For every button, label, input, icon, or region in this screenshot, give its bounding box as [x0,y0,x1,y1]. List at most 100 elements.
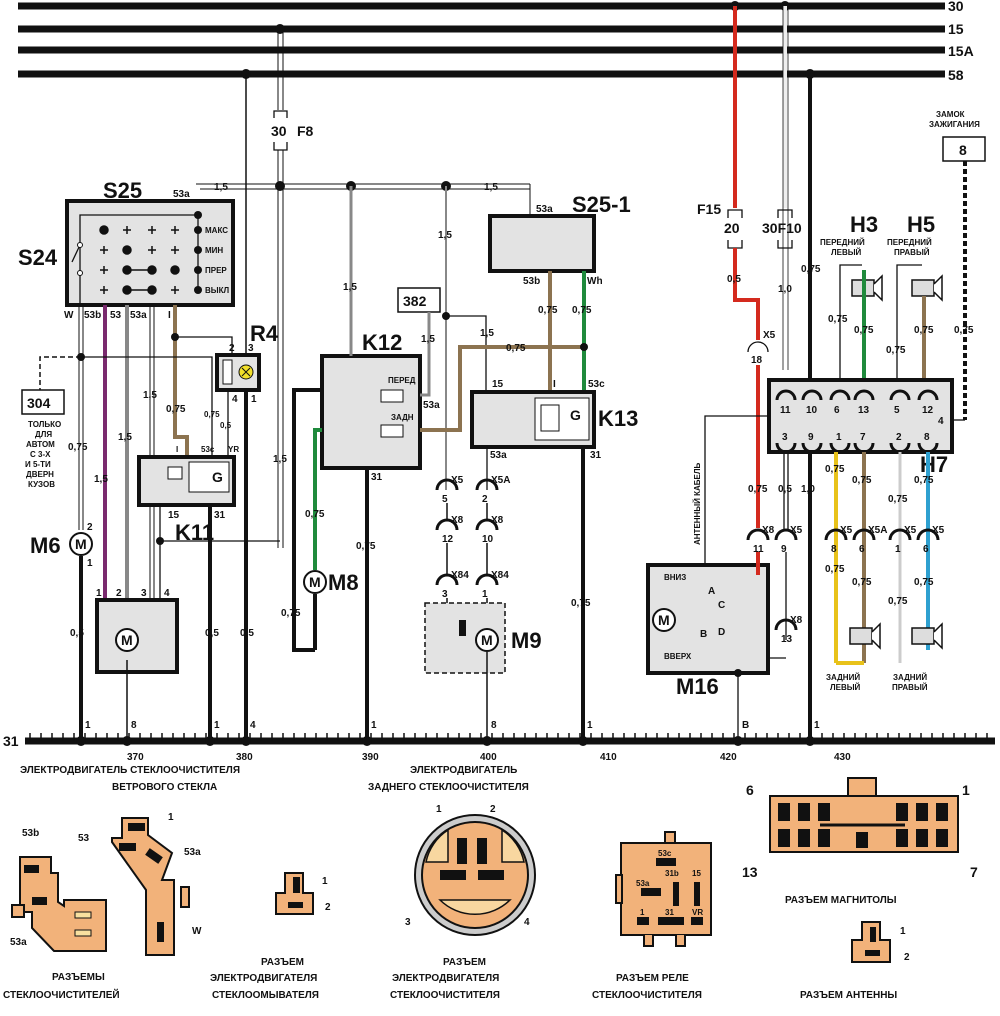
s25-1-pin: Wh [587,276,603,287]
legend-pin: 1 [962,782,970,798]
rear-left-label: ЛЕВЫЙ [830,683,861,692]
h7-pin: 9 [808,432,814,443]
k11-g-symbol: G [212,469,223,485]
radio-slot [818,829,830,847]
r4-pin: 3 [248,343,254,354]
radio-slot [798,829,810,847]
wire-size: 0,75 [852,475,872,486]
connector-pin: 3 [442,589,448,600]
reference-304: 304 ТОЛЬКО ДЛЯ АВТОМ С 3-Х И 5-ТИ ДВЕРН … [21,389,65,489]
h7-pin: 1 [836,432,842,443]
radio-section: 0,75 1,0 F15 20 30F10 0,5 1,0 X5 18 H3 H… [646,1,986,738]
radio-slot [916,803,928,821]
connector-pin: 5 [442,494,448,505]
ground-pin-label: 8 [131,720,137,731]
connector-name: X5 [932,525,945,536]
ground-pin-label: 1 [814,720,820,731]
x5-18-pin: 18 [751,355,763,366]
r4-pin: 4 [232,394,238,405]
ground-point [482,736,492,746]
h7-pin: 3 [782,432,788,443]
scale-label: 410 [600,752,617,763]
radio-slot [778,803,790,821]
ground-pin-label: 4 [250,720,256,731]
legend-pin: 3 [405,917,411,928]
s25-pos-max: МАКС [205,226,228,235]
ref-382-label: 382 [403,293,427,309]
wire-size: 0,5 [240,628,254,639]
connector-pin: 11 [753,544,764,555]
connector-pin: 13 [781,634,793,645]
power-buses: 30 15 15A 58 [18,0,974,83]
connector-pin: 1 [895,544,901,555]
wire-size: 0,75 [914,325,934,336]
wire-size: 1,5 [484,182,498,193]
legend-caption: РАЗЪЕМ [261,957,304,968]
ground-point [362,736,372,746]
speaker-rear-right [911,622,943,650]
s25-pos-min: МИН [205,246,223,255]
scale-label: 380 [236,752,253,763]
connector-socket [475,478,499,491]
wire-size: 0,75 [538,305,558,316]
h7-socket [889,389,911,401]
wiper-pin: 1 [96,588,102,599]
connector-pin: 8 [831,544,837,555]
k13-g-symbol: G [570,407,581,423]
radio-slot [856,832,868,848]
connector-name: X84 [451,570,469,581]
m16-label: M16 [676,674,719,699]
s25-label: S25 [103,178,142,203]
wire-size: 0,75 [914,475,934,486]
k11-pin: I [176,445,178,454]
ground-point [122,736,132,746]
legend-pin: 4 [524,917,530,928]
connector-pin: 6 [859,544,865,555]
legend-pin: 31b [665,869,679,878]
antenna-motor-m16: M ВНИЗ ВВЕРХ A B C D M16 [646,552,786,738]
ground-point [805,736,815,746]
wire-size: 1,5 [118,432,132,443]
connector-socket [824,528,848,541]
motor-m6: M M6 2 1 0,5 [30,522,93,738]
wire-size: 0,75 [854,325,874,336]
radio-slot [916,829,928,847]
switch-s25-1: S25-1 53a 53b Wh 0,75 0,75 [488,192,631,392]
wire-size: 0,75 [888,596,908,607]
connector-pin: 9 [781,544,787,555]
s24-label: S24 [18,245,58,270]
h7-socket [801,442,823,454]
k12-pin-53a: 53a [423,400,440,411]
wire-size: 1,0 [778,284,792,295]
ref-304-note: И 5-ТИ [25,460,51,469]
wire-size: 0,5 [778,484,792,495]
wire-brown [173,305,189,455]
wiper-pin: 3 [141,588,147,599]
rear-right-label: ЗАДНИЙ [893,673,927,682]
radio-slot [778,829,790,847]
h7-pin: 4 [938,416,944,427]
h5-desc: ПРАВЫЙ [894,248,930,257]
bus-label-30: 30 [948,0,964,14]
ground-pin-label: 1 [85,720,91,731]
wire-size: 0,75 [886,345,906,356]
relay-k11: G I 53c YR 15 31 K11 [137,445,280,738]
h7-pin: 12 [922,405,934,416]
m16-down: ВНИЗ [664,573,686,582]
k11-pin: 53c [201,445,215,454]
h3-label: H3 [850,212,878,237]
ground-pin-label: B [742,720,749,731]
wire-size: 0,75 [204,410,220,419]
s25-1-pin: 53b [523,276,540,287]
motor-m8: M M8 [303,570,359,650]
wire-size: 0,75 [305,509,325,520]
ref-304-note: ТОЛЬКО [28,420,61,429]
k12-label: K12 [362,330,402,355]
rear-left-label: ЗАДНИЙ [826,673,860,682]
k12-coil-rear: ЗАДН [391,413,414,422]
wire-size: 0,75 [68,442,88,453]
connector-socket [916,528,940,541]
scale-label: 400 [480,752,497,763]
scale-label: 420 [720,752,737,763]
